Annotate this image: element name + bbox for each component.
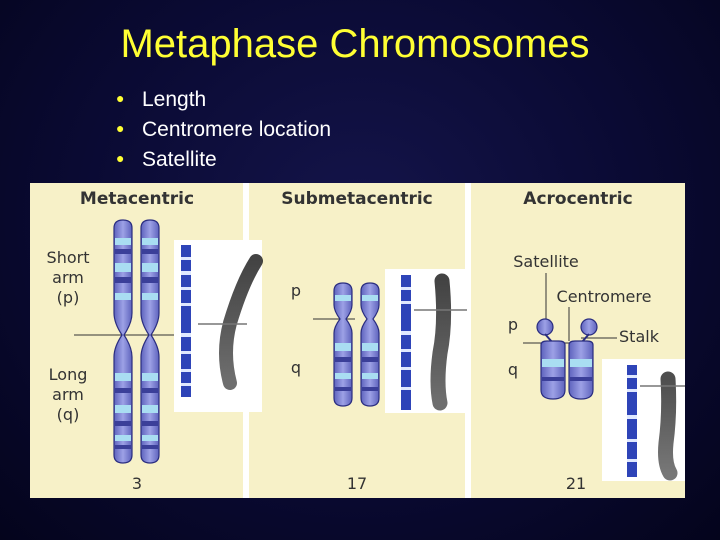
chromosome-17-photo [385, 269, 467, 413]
panel-header-metacentric: Metacentric [80, 189, 194, 209]
metacentric-labels: Short arm (p) Long arm (q) [47, 248, 90, 424]
chromosome-3-ideogram [113, 219, 160, 464]
chromosome-21-ideogram [536, 318, 598, 400]
q-arm-label-17: q [291, 358, 301, 377]
bullet-item: ● Length [116, 84, 331, 114]
bullet-text: Satellite [142, 148, 217, 171]
bullet-item: ● Centromere location [116, 114, 331, 144]
p-arm-label-21: p [508, 315, 518, 334]
bullet-item: ● Satellite [116, 144, 331, 174]
light-bands [115, 238, 158, 441]
bullet-list: ● Length ● Centromere location ● Satellite [116, 84, 331, 174]
long-arm-label-line2: arm [52, 385, 84, 404]
bullet-dot-icon: ● [116, 120, 125, 136]
long-arm-label-line3: (q) [57, 405, 80, 424]
slide-title: Metaphase Chromosomes [120, 22, 590, 66]
chromosome-3-photo [174, 240, 263, 412]
q-arm-label-21: q [508, 360, 518, 379]
chromosome-diagram: Metacentric Submetacentric Acrocentric S… [30, 183, 685, 498]
chromosome-21-photo [602, 359, 685, 481]
bullet-text: Centromere location [142, 118, 332, 141]
chromosome-number-3: 3 [132, 474, 142, 493]
bullet-dot-icon: ● [116, 150, 125, 166]
chromosome-figure: Metacentric Submetacentric Acrocentric S… [30, 183, 685, 498]
short-arm-label-line1: Short [47, 248, 90, 267]
short-arm-label-line3: (p) [57, 288, 80, 307]
satellite-label: Satellite [513, 252, 579, 271]
bullet-dot-icon: ● [116, 90, 125, 106]
panel-header-acrocentric: Acrocentric [523, 189, 632, 209]
short-arm-label-line2: arm [52, 268, 84, 287]
chromosome-number-21: 21 [566, 474, 586, 493]
centromere-label: Centromere [557, 287, 652, 306]
chromosome-number-17: 17 [347, 474, 367, 493]
p-arm-label-17: p [291, 281, 301, 300]
bullet-text: Length [142, 88, 207, 111]
chromosome-17-ideogram [333, 282, 380, 407]
long-arm-label-line1: Long [49, 365, 88, 384]
dark-bands [115, 249, 158, 449]
stalk-label: Stalk [619, 327, 660, 346]
panel-header-submetacentric: Submetacentric [281, 189, 432, 209]
